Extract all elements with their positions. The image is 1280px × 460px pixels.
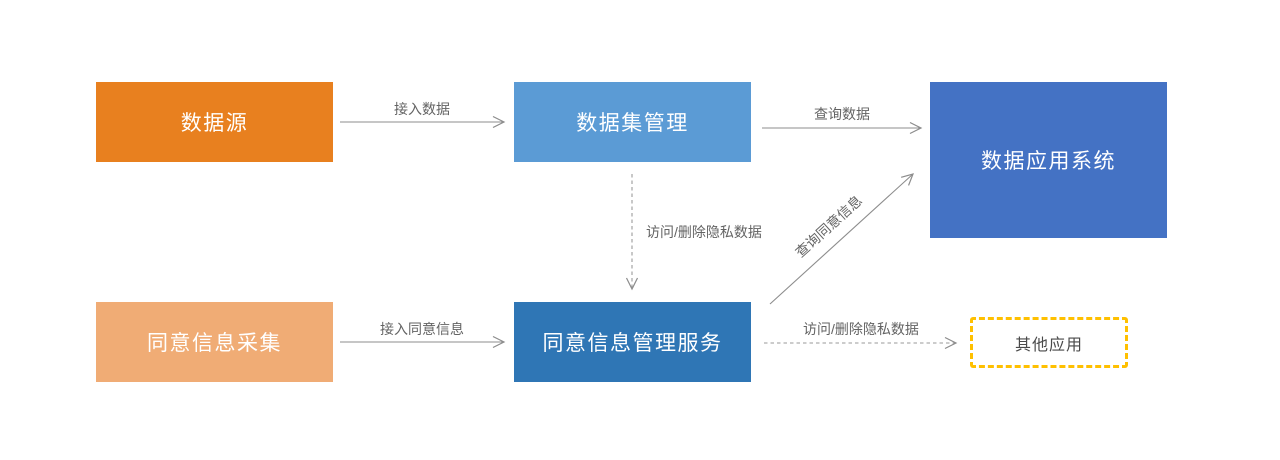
- node-data-application-system: 数据应用系统: [930, 82, 1167, 238]
- node-data-source-label: 数据源: [180, 112, 249, 135]
- node-other-applications-label: 其他应用: [1014, 336, 1083, 354]
- node-dataset-management: 数据集管理: [514, 82, 751, 162]
- node-consent-management-service-label: 同意信息管理服务: [542, 332, 723, 355]
- node-consent-collection-label: 同意信息采集: [147, 332, 282, 355]
- edge-label-access-delete-privacy-down: 访问/删除隐私数据: [646, 224, 762, 240]
- edge-label-query-data: 查询数据: [814, 106, 870, 122]
- edge-label-access-delete-privacy-right: 访问/删除隐私数据: [803, 321, 919, 337]
- node-consent-collection: 同意信息采集: [96, 302, 333, 382]
- node-other-applications: 其他应用: [970, 317, 1128, 368]
- node-data-application-system-label: 数据应用系统: [981, 150, 1116, 173]
- node-data-source: 数据源: [96, 82, 333, 162]
- node-dataset-management-label: 数据集管理: [576, 112, 689, 135]
- edge-query-consent: [769, 173, 914, 305]
- node-consent-management-service: 同意信息管理服务: [514, 302, 751, 382]
- edge-label-ingest-consent: 接入同意信息: [380, 321, 464, 337]
- edge-label-ingest-data: 接入数据: [394, 101, 450, 117]
